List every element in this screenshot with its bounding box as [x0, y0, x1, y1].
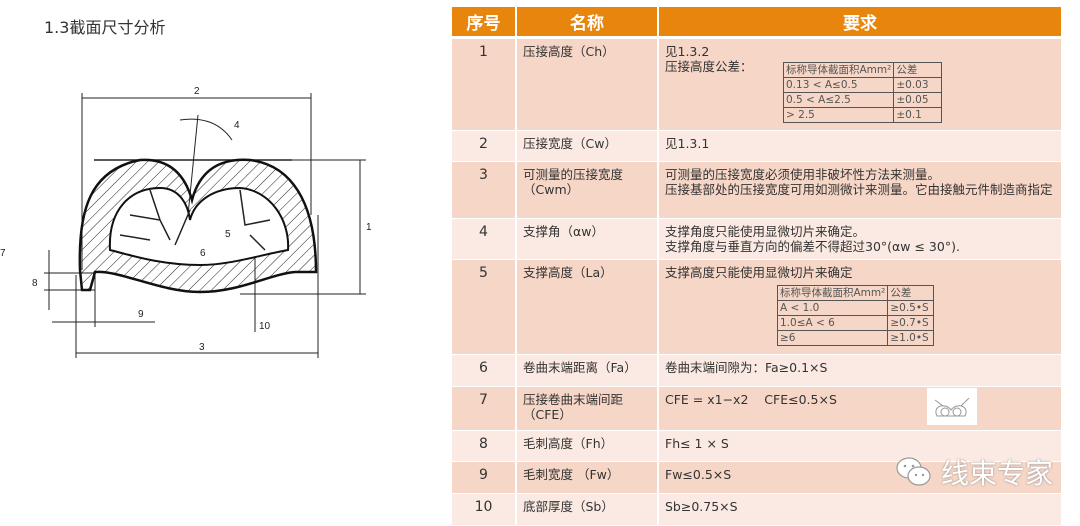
req-line: 可测量的压接宽度必须使用非破坏性方法来测量。	[665, 166, 941, 182]
row-requirement: 卷曲末端间隙为：Fa≥0.1×S	[658, 354, 1063, 387]
watermark-text: 线束专家	[941, 457, 1054, 490]
row-no: 1	[452, 37, 517, 131]
section-title: 1.3截面尺寸分析	[44, 18, 166, 37]
row-no: 2	[452, 130, 517, 162]
sub-cell: ≥6	[776, 329, 889, 346]
sub-cell: ±0.1	[893, 106, 943, 123]
dim-label-9: 9	[138, 309, 144, 320]
row-name: 压接高度（Ch）	[516, 37, 659, 131]
row-name: 毛刺高度（Fh）	[516, 430, 659, 462]
dim-label-3: 3	[199, 342, 205, 353]
row-requirement: 可测量的压接宽度必须使用非破坏性方法来测量。压接基部处的压接宽度可用如测微计来测…	[658, 161, 1063, 219]
dim-label-6: 6	[200, 248, 206, 259]
dim-label-8: 8	[32, 278, 38, 289]
row-requirement: 支撑角度只能使用显微切片来确定。支撑角度与垂直方向的偏差不得超过30°(αw ≤…	[658, 218, 1063, 260]
row-name: 毛刺宽度 （Fw）	[516, 461, 659, 494]
row-name: 压接宽度（Cw）	[516, 130, 659, 162]
cfe-sketch-image	[926, 387, 977, 425]
sub-cell: 0.5 < A≤2.5	[782, 91, 895, 108]
row-name: 底部厚度（Sb）	[516, 493, 659, 526]
row-name: 支撑高度（La）	[516, 259, 659, 355]
row-no: 6	[452, 354, 517, 387]
row-no: 4	[452, 218, 517, 260]
req-line: 支撑高度只能使用显微切片来确定	[665, 264, 853, 280]
header-no: 序号	[452, 7, 517, 39]
dim-label-5: 5	[225, 229, 231, 240]
sub-header: 标称导体截面积Amm²	[776, 284, 889, 301]
header-requirement: 要求	[658, 7, 1063, 39]
sub-cell: 1.0≤A < 6	[776, 314, 889, 331]
row-no: 7	[452, 386, 517, 431]
req-line: 支撑角度与垂直方向的偏差不得超过30°(αw ≤ 30°).	[665, 238, 960, 254]
req-line: 见1.3.2	[665, 43, 710, 59]
sub-cell: 0.13 < A≤0.5	[782, 76, 895, 93]
row-name: 卷曲末端距离（Fa）	[516, 354, 659, 387]
req-line: 压接高度公差：	[665, 58, 753, 74]
crimp-cross-section-diagram: 2 4 1 5 6 7 8 9 10 3	[0, 86, 372, 358]
row-requirement: Fw≤0.5×S	[658, 461, 1063, 494]
sub-cell: ≥1.0•S	[887, 329, 935, 346]
sub-cell: ≥0.7•S	[887, 314, 935, 331]
req-line: 支撑角度只能使用显微切片来确定。	[665, 223, 866, 239]
row-no: 3	[452, 161, 517, 219]
row-name: 可测量的压接宽度（Cwm）	[516, 161, 659, 219]
header-name: 名称	[516, 7, 659, 39]
sub-cell: ±0.03	[893, 76, 943, 93]
dim-label-2: 2	[194, 86, 200, 97]
dim-label-7: 7	[0, 248, 6, 259]
req-line: 压接基部处的压接宽度可用如测微计来测量。它由接触元件制造商指定	[665, 181, 1053, 197]
row-name: 压接卷曲末端间距（CFE）	[516, 386, 659, 431]
row-no: 10	[452, 493, 517, 526]
dim-label-10: 10	[259, 321, 271, 332]
watermark: 线束专家	[895, 452, 1053, 492]
sub-cell: > 2.5	[782, 106, 895, 123]
sub-cell: A < 1.0	[776, 299, 889, 316]
row-no: 9	[452, 461, 517, 494]
sub-cell: ≥0.5•S	[887, 299, 935, 316]
sub-header: 公差	[887, 284, 935, 301]
sub-cell: ±0.05	[893, 91, 943, 108]
row-requirement: 见1.3.1	[658, 130, 1063, 162]
row-no: 5	[452, 259, 517, 355]
row-no: 8	[452, 430, 517, 462]
req-line: CFE = x1−x2 CFE≤0.5×S	[665, 391, 837, 407]
row-requirement: Fh≤ 1 × S	[658, 430, 1063, 462]
row-requirement: Sb≥0.75×S	[658, 493, 1063, 526]
sub-header: 标称导体截面积Amm²	[782, 61, 895, 78]
dim-label-4: 4	[234, 120, 240, 131]
row-name: 支撑角（αw）	[516, 218, 659, 260]
sub-header: 公差	[893, 61, 943, 78]
dim-label-1: 1	[366, 222, 372, 233]
wechat-icon	[896, 457, 931, 486]
row-requirement: CFE = x1−x2 CFE≤0.5×S	[658, 386, 1063, 431]
